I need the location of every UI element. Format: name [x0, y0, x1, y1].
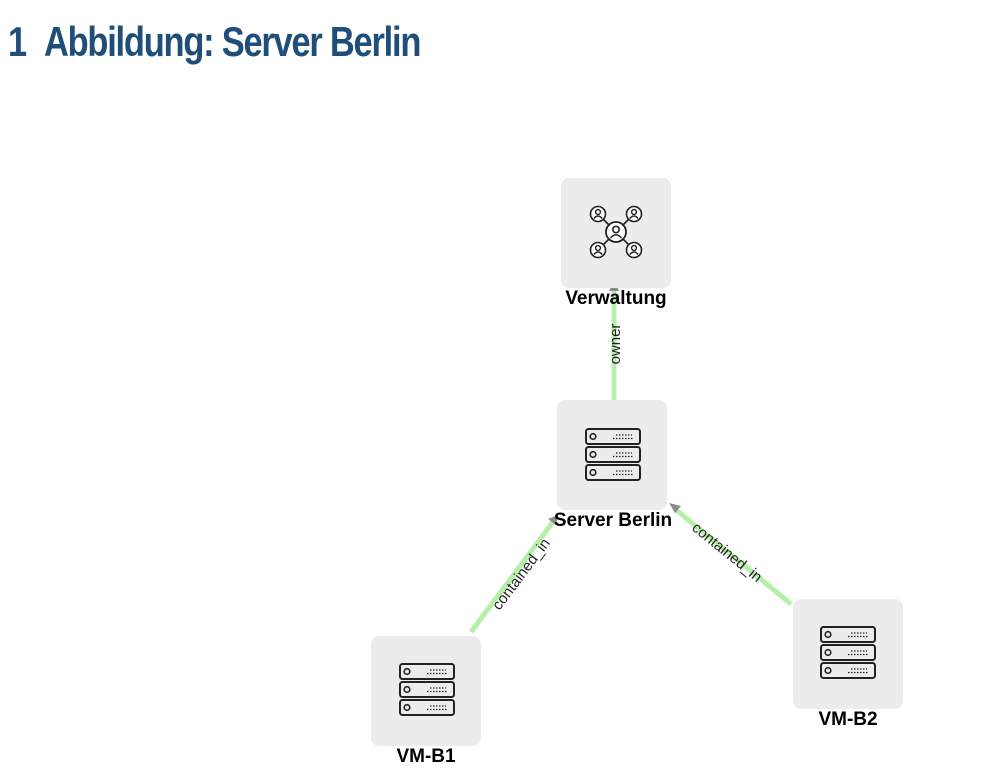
node-label-vm-b2: VM-B2: [818, 709, 877, 730]
edge-vm-b1-contained-in: contained_in: [468, 515, 558, 634]
edge-vm-b2-contained-in: contained_in: [669, 503, 793, 606]
edge-label-owner: owner: [607, 324, 624, 365]
node-box: [557, 400, 667, 510]
arrowhead-icon: [548, 515, 558, 525]
node-label-server-berlin: Server Berlin: [554, 510, 672, 531]
node-vm-b2[interactable]: VM-B2: [793, 599, 903, 730]
node-label-verwaltung: Verwaltung: [565, 288, 666, 309]
heading-number: 1: [8, 18, 27, 65]
node-box: [371, 636, 481, 746]
node-verwaltung[interactable]: Verwaltung: [561, 178, 671, 309]
arrowhead-icon: [669, 503, 681, 513]
heading-title: Abbildung: Server Berlin: [43, 18, 421, 65]
edge-label-contained-in-1: contained_in: [489, 535, 554, 613]
node-label-vm-b1: VM-B1: [396, 746, 456, 767]
group-network-icon: [589, 205, 643, 259]
node-server-berlin[interactable]: Server Berlin: [554, 400, 672, 531]
edge-owner: owner: [607, 281, 624, 400]
page-heading: 1 Abbildung: Server Berlin: [8, 14, 421, 70]
edge-label-contained-in-2: contained_in: [688, 519, 765, 586]
node-vm-b1[interactable]: VM-B1: [371, 636, 481, 767]
